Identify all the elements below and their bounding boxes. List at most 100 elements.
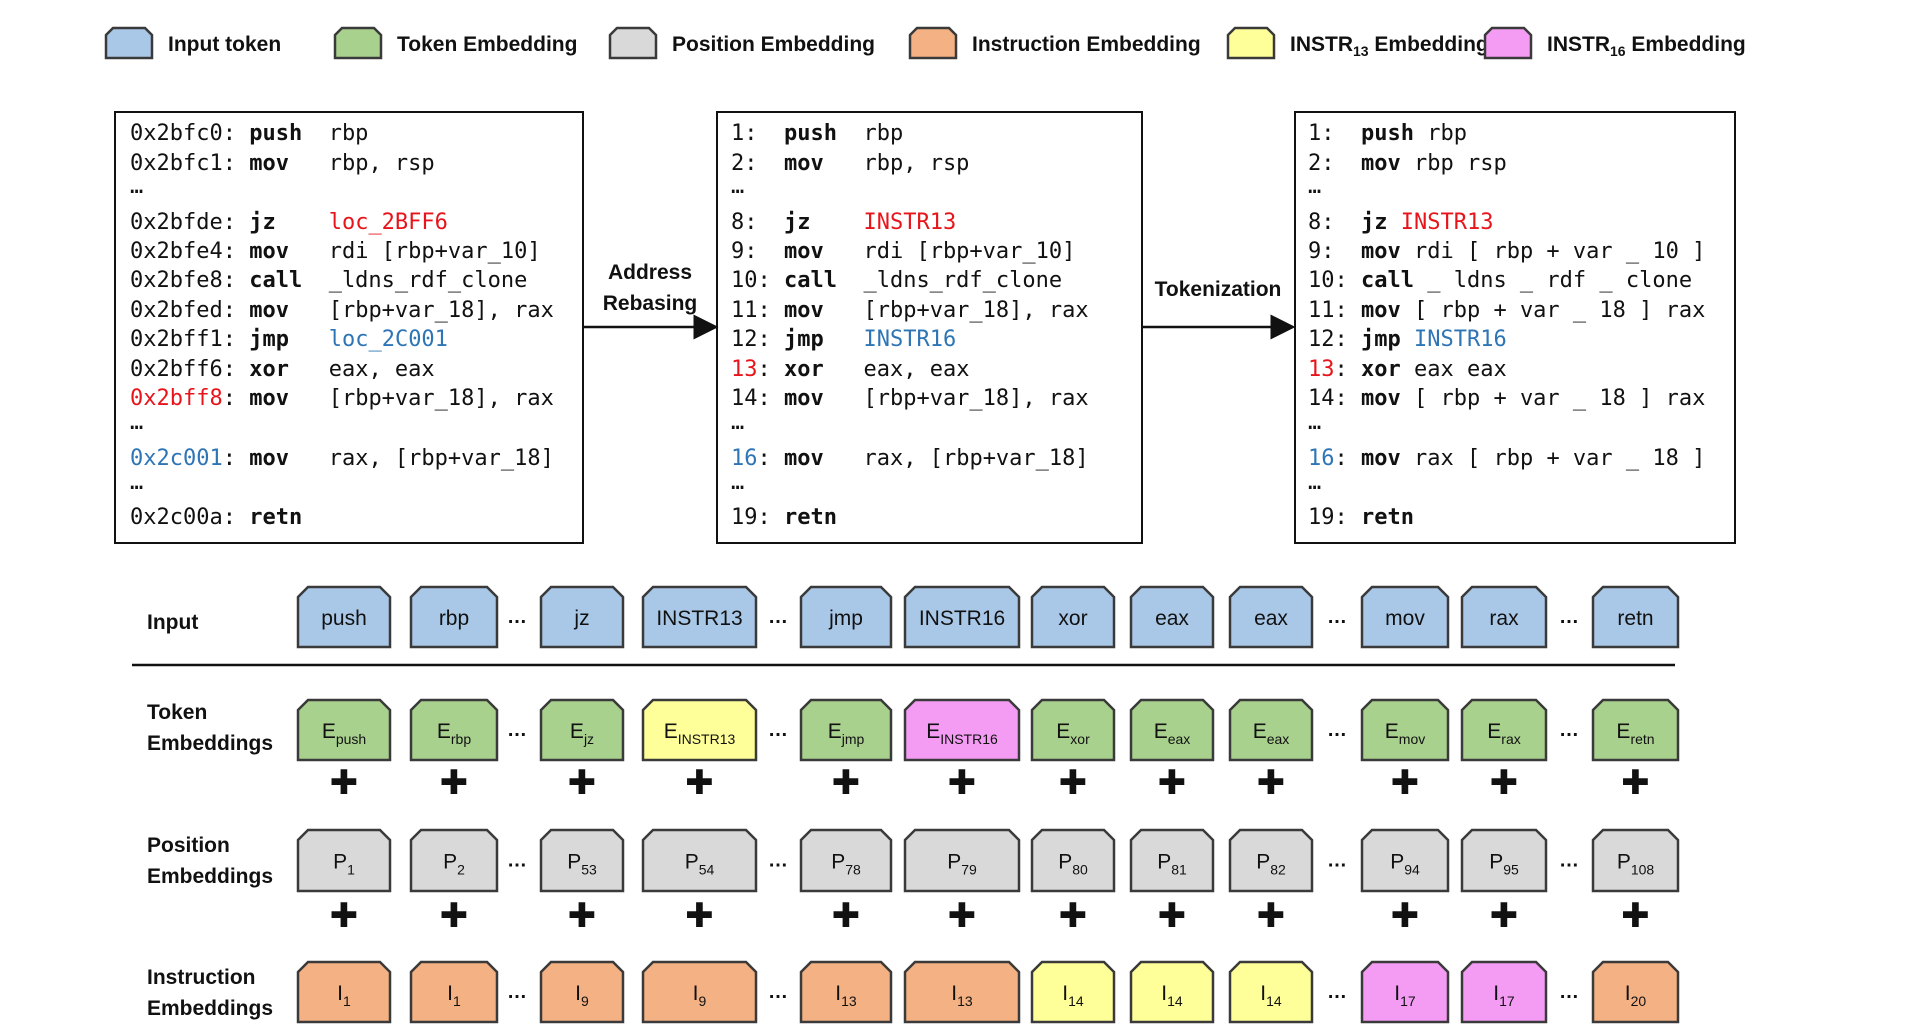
ellipsis-1-2: … (768, 850, 788, 872)
plus-icon-1-0: ✚ (330, 896, 359, 936)
code_rebased-seg-9-2: [rbp+var_18], rax (824, 386, 1089, 411)
instruction-box-1 (409, 960, 499, 1024)
position-label-3-sub: 54 (699, 862, 715, 878)
position-label-7-sub: 81 (1171, 862, 1187, 878)
plus-icon-0-4: ✚ (832, 763, 861, 803)
code_rebased-seg-0-1: push (784, 121, 837, 146)
token-label-5-base: E (926, 720, 940, 743)
code_original-seg-7-2 (289, 327, 329, 352)
input-box-1 (409, 585, 499, 649)
code_rebased-seg-3-2 (810, 210, 863, 235)
instruction-label-7-base: I (1161, 982, 1167, 1005)
position-label-5-sub: 79 (961, 862, 977, 878)
code_rebased-seg-11-0: 16 (731, 446, 758, 471)
input-label-3-base: INSTR13 (656, 607, 742, 630)
code_original-seg-0-0: 0x2bfc0: (130, 121, 249, 146)
code_rebased-seg-8-0: 13 (731, 357, 758, 382)
position-label-0-sub: 1 (347, 862, 355, 878)
code_rebased-seg-7-0: 12: (731, 327, 784, 352)
code_rebased-seg-4-2: rdi [rbp+var_10] (824, 239, 1076, 264)
input-label-2: jz (573, 607, 589, 630)
input-label-9-base: mov (1385, 607, 1425, 630)
code_original-seg-11-2: mov (249, 446, 289, 471)
position-label-7: P81 (1157, 851, 1187, 878)
instruction-label-5-base: I (951, 982, 957, 1005)
instruction-label-1-sub: 1 (453, 993, 461, 1009)
code_original-seg-9-3: [rbp+var_18], rax (289, 386, 554, 411)
code_rebased-seg-10-0: … (731, 410, 744, 435)
input-label-7-base: eax (1155, 607, 1189, 630)
code_original-seg-3-2 (276, 210, 329, 235)
instruction-box-3 (641, 960, 758, 1024)
ellipsis-1-3: … (768, 981, 788, 1003)
token-label-10: Erax (1487, 720, 1520, 747)
plus-icon-1-4: ✚ (832, 896, 861, 936)
code_tokenized-seg-4-0: 9: (1308, 239, 1361, 264)
plus-icon-1-1: ✚ (440, 896, 469, 936)
legend-label-text-2: Position Embedding (672, 33, 875, 56)
position-label-3: P54 (685, 851, 715, 878)
token-label-0-base: E (322, 720, 336, 743)
code_original-seg-6-0: 0x2bfed: (130, 298, 249, 323)
plus-icon-1-10: ✚ (1490, 896, 1519, 936)
code_original-seg-1-2: rbp, rsp (289, 151, 435, 176)
token-label-10-base: E (1487, 720, 1501, 743)
position-label-6-sub: 80 (1072, 862, 1088, 878)
plus-icon-0-8: ✚ (1257, 763, 1286, 803)
code_original-line-6: 0x2bfed: mov [rbp+var_18], rax (130, 298, 554, 323)
position-box-11 (1591, 828, 1680, 893)
code_rebased-seg-3-3: INSTR13 (863, 210, 956, 235)
code_rebased-seg-4-1: mov (784, 239, 824, 264)
code_original-line-0: 0x2bfc0: push rbp (130, 121, 368, 146)
code_tokenized-line-9: 14: mov [ rbp + var _ 18 ] rax (1308, 386, 1705, 411)
instruction-label-9-base: I (1394, 982, 1400, 1005)
position-label-9: P94 (1390, 851, 1420, 878)
code_tokenized-seg-8-1: : (1335, 357, 1362, 382)
input-label-7: eax (1155, 607, 1189, 630)
code_tokenized-seg-9-1: mov (1361, 386, 1401, 411)
instruction-label-8-sub: 14 (1266, 993, 1282, 1009)
code-box-rebased (716, 111, 1143, 544)
token-label-5-sub: INSTR16 (940, 731, 998, 747)
token-label-3-base: E (664, 720, 678, 743)
instruction-label-6: I14 (1062, 982, 1084, 1009)
instruction-box-9 (1360, 960, 1450, 1024)
plus-icon-1-7: ✚ (1158, 896, 1187, 936)
instruction-label-5: I13 (951, 982, 973, 1009)
code_tokenized-line-2: … (1308, 174, 1321, 199)
code_tokenized-line-8: 13: xor eax eax (1308, 357, 1507, 382)
position-box-4 (799, 828, 893, 893)
input-box-11 (1591, 585, 1680, 649)
instruction-label-10-base: I (1493, 982, 1499, 1005)
input-box-2 (539, 585, 625, 649)
token-label-0-sub: push (336, 731, 366, 747)
position-label-1: P2 (443, 851, 465, 878)
legend-label-4: INSTR13 Embedding (1290, 33, 1489, 59)
legend-label-2: Position Embedding (672, 33, 875, 56)
legend-swatch-4 (1226, 26, 1276, 60)
code_tokenized-seg-0-1: push (1361, 121, 1414, 146)
code_tokenized-seg-6-1: mov (1361, 298, 1401, 323)
plus-icon-1-3: ✚ (685, 896, 714, 936)
instruction-label-2: I9 (575, 982, 589, 1009)
code_tokenized-seg-4-2: rdi [ rbp + var _ 10 ] (1401, 239, 1706, 264)
code_original-seg-2-0: … (130, 174, 143, 199)
position-label-0-base: P (333, 851, 347, 874)
instruction-box-4 (799, 960, 893, 1024)
code_original-seg-5-0: 0x2bfe8: (130, 268, 249, 293)
legend-label-text-5: INSTR (1547, 33, 1610, 56)
position-label-3-base: P (685, 851, 699, 874)
position-label-5: P79 (947, 851, 977, 878)
plus-icon-1-8: ✚ (1257, 896, 1286, 936)
input-box-3 (641, 585, 758, 649)
plus-icon-0-10: ✚ (1490, 763, 1519, 803)
code_rebased-seg-5-1: call (784, 268, 837, 293)
position-label-7-base: P (1157, 851, 1171, 874)
position-label-6: P80 (1058, 851, 1088, 878)
code_tokenized-seg-7-1: jmp (1361, 327, 1401, 352)
legend-label-text-3: Instruction Embedding (972, 33, 1201, 56)
token-label-5: EINSTR16 (926, 720, 998, 747)
token-label-2-base: E (570, 720, 584, 743)
ellipsis-0-3: … (507, 981, 527, 1003)
